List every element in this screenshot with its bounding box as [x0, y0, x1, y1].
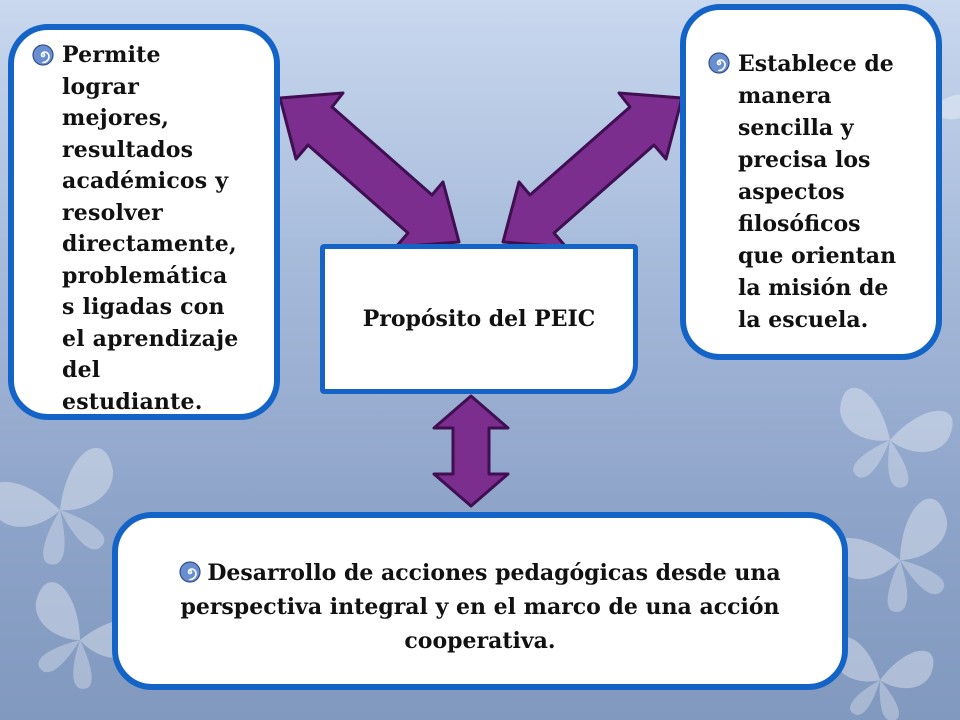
bottom-box: Desarrollo de acciones pedagógicas desde…: [112, 512, 848, 690]
text-line: la misión de: [738, 275, 889, 301]
text-line: perspectiva integral y en el marco de un…: [180, 594, 780, 620]
left-box: Permite lograr mejores, resultados acadé…: [8, 24, 280, 420]
text-line: Desarrollo de acciones pedagógicas desde…: [207, 560, 781, 586]
text-line: resultados: [62, 136, 194, 163]
text-line: precisa los: [738, 147, 871, 173]
text-line: del: [62, 357, 101, 383]
text-line: filosóficos: [738, 211, 861, 237]
left-box-text: Permite lograr mejores, resultados acadé…: [62, 40, 238, 418]
text-line: sencilla y: [738, 115, 854, 141]
text-line: cooperativa.: [404, 628, 556, 654]
arrow-left-shape: [278, 91, 461, 249]
text-line: que orientan: [738, 243, 897, 269]
text-line: aspectos: [738, 179, 845, 205]
swirl-bullet-icon: [179, 561, 201, 583]
text-line: lograr: [62, 73, 140, 100]
right-box-text: Establece de manera sencilla y precisa l…: [738, 48, 896, 336]
text-line: académicos y: [62, 168, 229, 194]
text-line: mejores,: [62, 105, 170, 131]
swirl-bullet-icon: [708, 52, 730, 74]
text-line: problemática: [62, 262, 228, 289]
right-box: Establece de manera sencilla y precisa l…: [680, 4, 942, 360]
text-line: la escuela.: [738, 307, 869, 333]
text-line: manera: [738, 83, 832, 109]
bottom-line-1: Desarrollo de acciones pedagógicas desde…: [138, 556, 822, 590]
center-title: Propósito del PEIC: [362, 306, 596, 332]
arrow-right-shape: [501, 91, 684, 249]
text-line: s ligadas con: [62, 294, 225, 320]
text-line: el aprendizaje: [62, 325, 239, 352]
arrow-vertical-shape: [432, 394, 510, 508]
right-box-bullet: Establece de manera sencilla y precisa l…: [708, 48, 926, 336]
center-box: Propósito del PEIC: [320, 244, 638, 394]
text-line: resolver: [62, 199, 163, 226]
text-line: Permite: [62, 42, 161, 68]
text-line: directamente,: [62, 231, 237, 257]
text-line: estudiante.: [62, 388, 203, 415]
bottom-line-2: perspectiva integral y en el marco de un…: [138, 590, 822, 624]
text-line: Establece de: [738, 51, 894, 77]
left-box-bullet: Permite lograr mejores, resultados acadé…: [32, 40, 260, 418]
bottom-line-3: cooperativa.: [138, 624, 822, 658]
swirl-bullet-icon: [32, 44, 54, 66]
